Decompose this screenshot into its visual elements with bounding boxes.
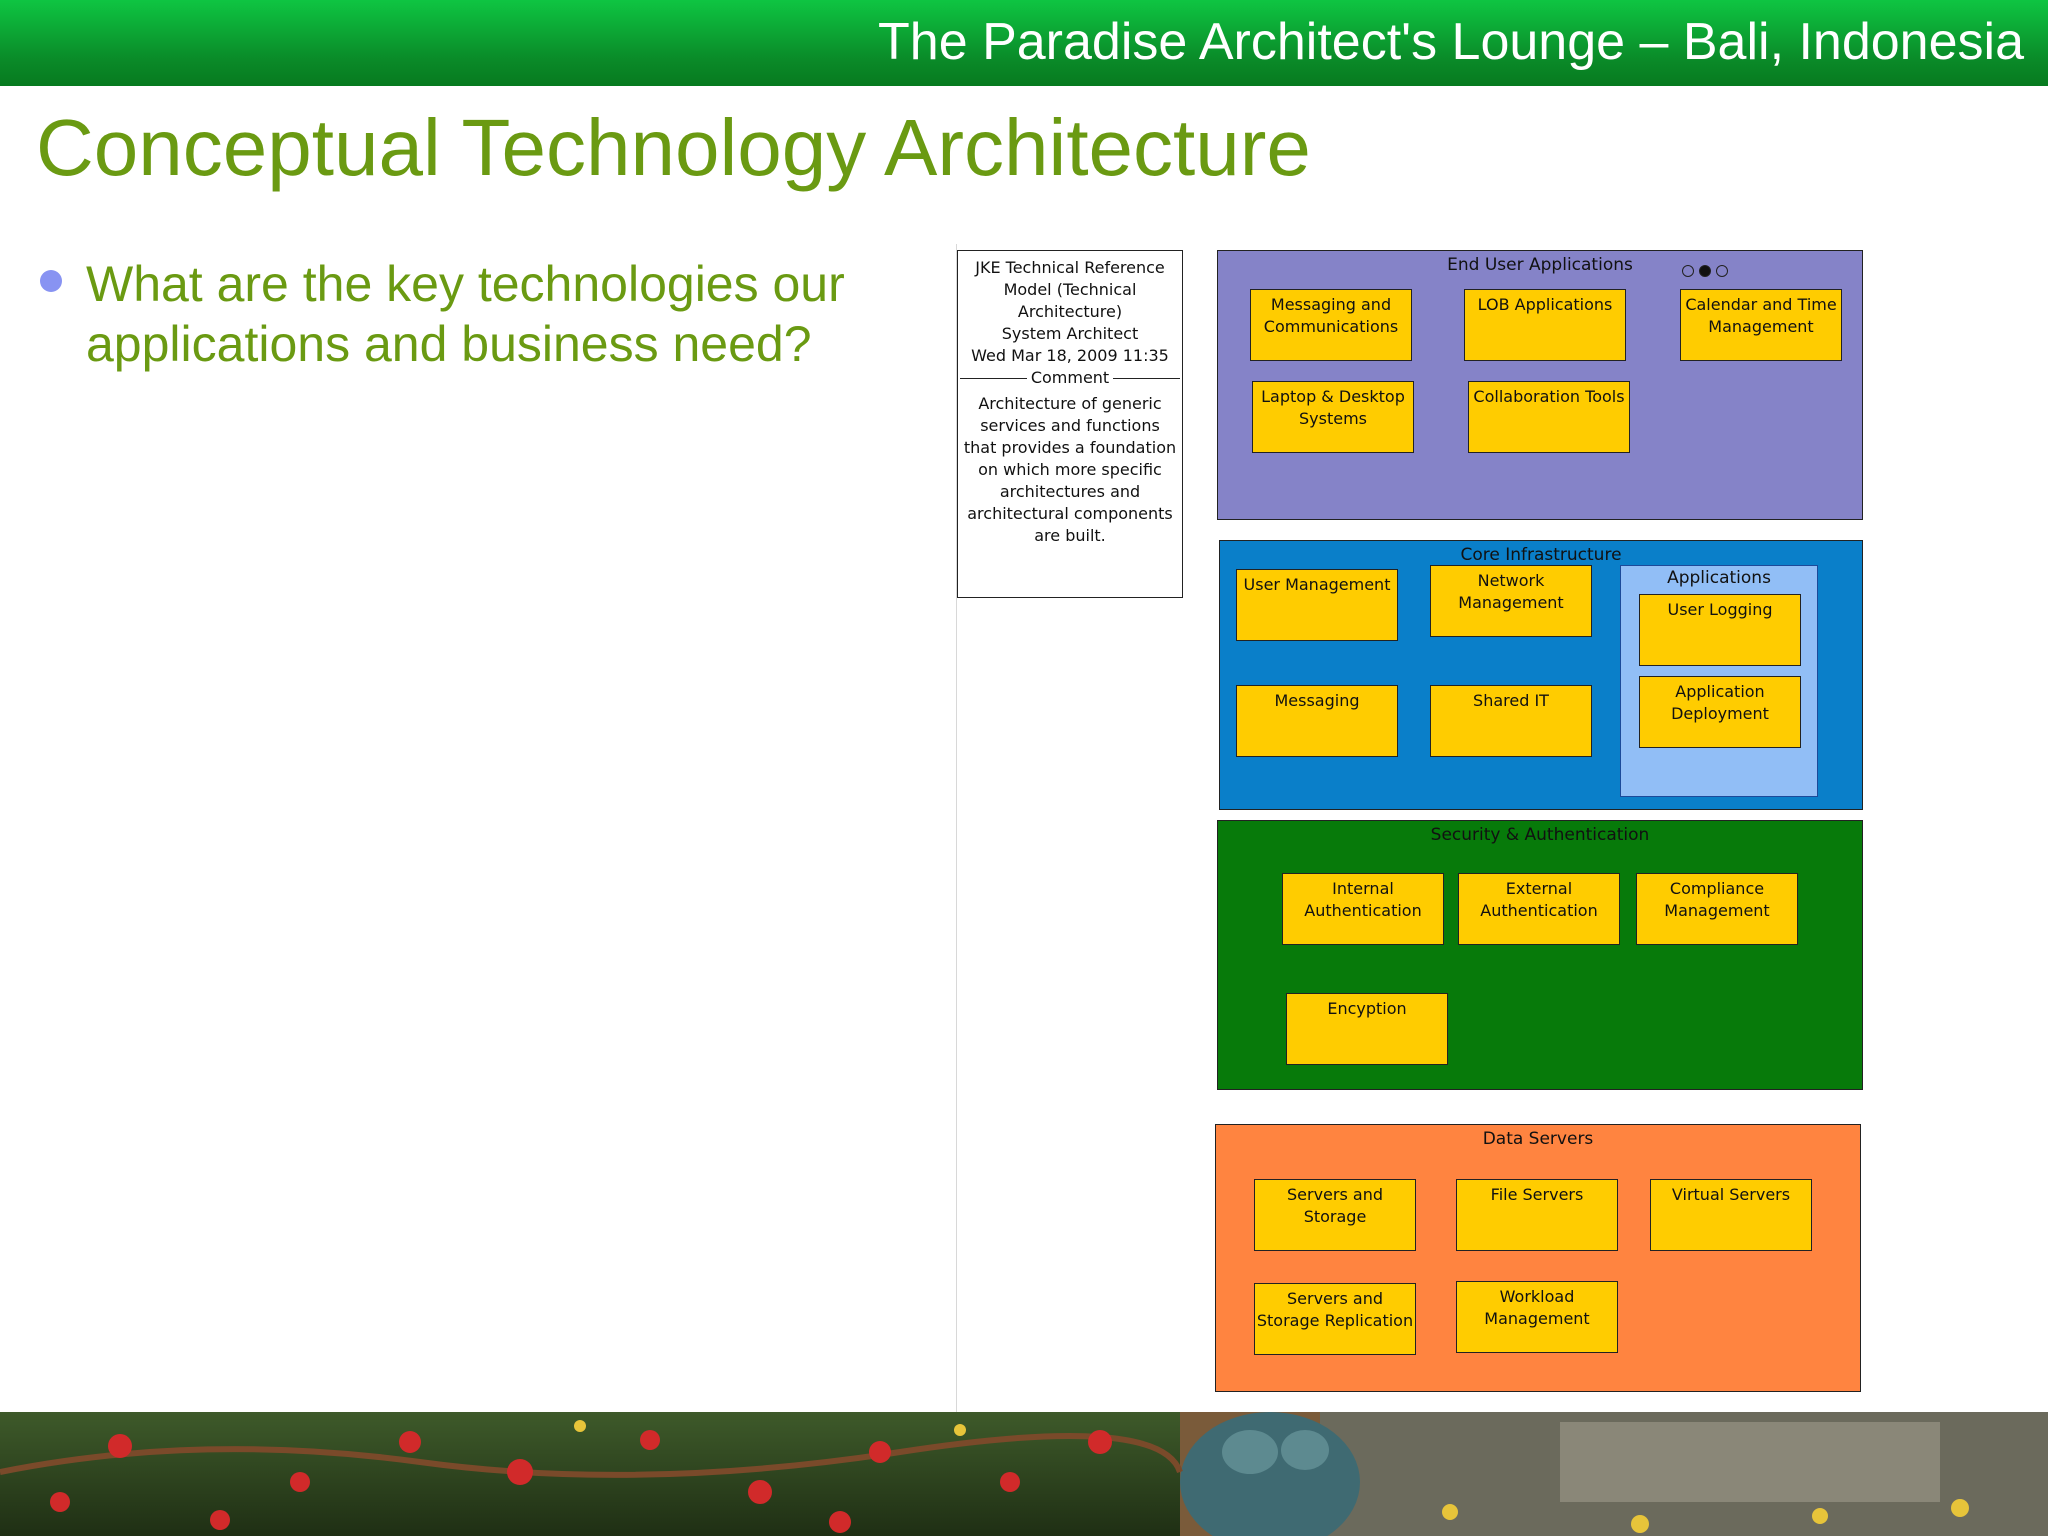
header-bar: The Paradise Architect's Lounge – Bali, … — [0, 0, 2048, 86]
component-box: Compliance Management — [1636, 873, 1798, 945]
component-box: Encyption — [1286, 993, 1448, 1065]
slide-title: Conceptual Technology Architecture — [36, 103, 1311, 192]
group-title: Core Infrastructure — [1460, 545, 1622, 565]
component-box: Shared IT — [1430, 685, 1592, 757]
architecture-diagram: JKE Technical Reference Model (Technical… — [956, 244, 1869, 1412]
bullet-dot-icon — [40, 270, 62, 292]
note-comment: Architecture of generic services and fun… — [963, 394, 1177, 545]
note-title-line: JKE Technical Reference — [975, 258, 1165, 277]
component-box: Messaging — [1236, 685, 1398, 757]
component-box: External Authentication — [1458, 873, 1620, 945]
subgroup-title: Applications — [1667, 568, 1771, 588]
note-section-divider: Comment — [960, 367, 1180, 389]
group-data-servers: Data Servers Servers and Storage File Se… — [1215, 1124, 1861, 1392]
note-title-line: System Architect — [1001, 324, 1139, 343]
subgroup-applications: Applications User Logging Application De… — [1620, 565, 1818, 797]
component-box: Servers and Storage Replication — [1254, 1283, 1416, 1355]
radio-off-icon — [1716, 265, 1728, 277]
component-box: Workload Management — [1456, 1281, 1618, 1353]
component-box: Internal Authentication — [1282, 873, 1444, 945]
note-title-line: Wed Mar 18, 2009 11:35 — [971, 346, 1169, 365]
venue-title: The Paradise Architect's Lounge – Bali, … — [878, 13, 2024, 71]
note-title-line: Architecture) — [1017, 302, 1123, 321]
component-box: Network Management — [1430, 565, 1592, 637]
radio-off-icon — [1682, 265, 1694, 277]
component-box: LOB Applications — [1464, 289, 1626, 361]
component-box: User Management — [1236, 569, 1398, 641]
group-title: Security & Authentication — [1430, 825, 1650, 845]
group-core-infrastructure: Core Infrastructure User Management Netw… — [1219, 540, 1863, 810]
bullet-text: What are the key technologies our applic… — [86, 256, 845, 372]
component-box: User Logging — [1639, 594, 1801, 666]
group-security-authentication: Security & Authentication Internal Authe… — [1217, 820, 1863, 1090]
garden-photo — [0, 1412, 2048, 1536]
group-title: End User Applications — [1447, 255, 1633, 275]
note-title-line: Model (Technical — [1003, 280, 1137, 299]
group-end-user-applications: End User Applications Messaging and Comm… — [1217, 250, 1863, 520]
component-box: File Servers — [1456, 1179, 1618, 1251]
component-box: Virtual Servers — [1650, 1179, 1812, 1251]
model-note: JKE Technical Reference Model (Technical… — [957, 250, 1183, 598]
component-box: Calendar and Time Management — [1680, 289, 1842, 361]
radio-indicator — [1682, 265, 1728, 277]
component-box: Laptop & Desktop Systems — [1252, 381, 1414, 453]
note-section-label: Comment — [1030, 368, 1110, 387]
component-box: Application Deployment — [1639, 676, 1801, 748]
component-box: Servers and Storage — [1254, 1179, 1416, 1251]
group-title: Data Servers — [1482, 1129, 1594, 1149]
component-box: Collaboration Tools — [1468, 381, 1630, 453]
component-box: Messaging and Communications — [1250, 289, 1412, 361]
radio-on-icon — [1699, 265, 1711, 277]
